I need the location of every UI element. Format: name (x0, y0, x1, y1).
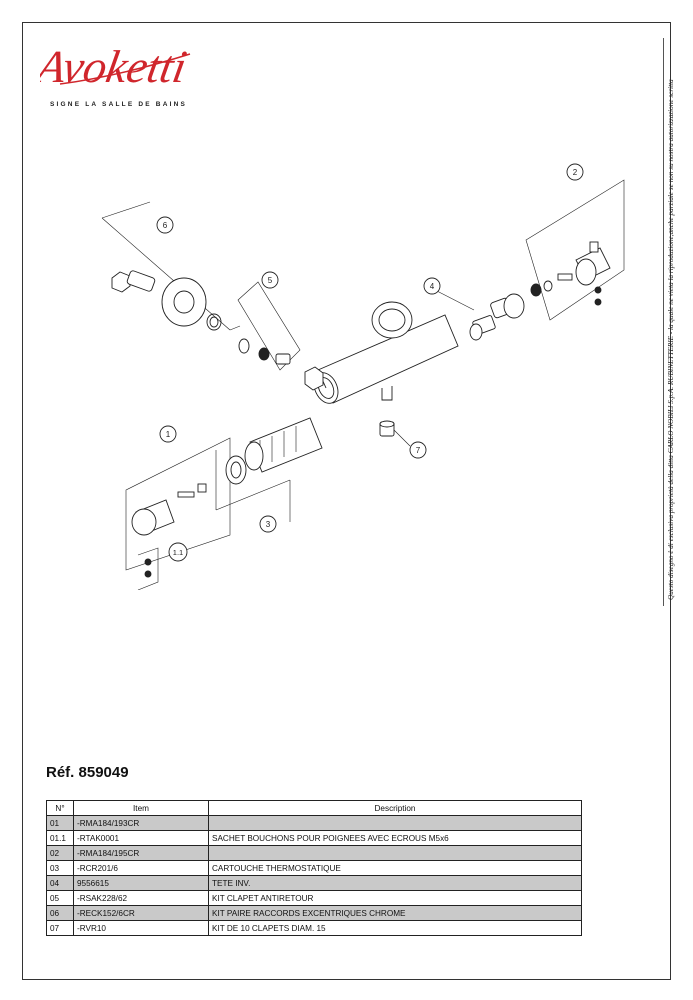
row-item: -RTAK0001 (73, 830, 209, 846)
header-description: Description (208, 800, 582, 816)
table-row: 03 -RCR201/6 CARTOUCHE THERMOSTATIQUE (46, 860, 582, 876)
row-number: 01.1 (46, 830, 74, 846)
callout-6: 6 (163, 221, 168, 230)
row-description: KIT PAIRE RACCORDS EXCENTRIQUES CHROME (208, 905, 582, 921)
callout-3: 3 (266, 520, 271, 529)
callout-7: 7 (416, 446, 421, 455)
callout-5: 5 (268, 276, 273, 285)
table-row: 01 -RMA184/193CR (46, 815, 582, 831)
logo-text: Avoketti (40, 42, 190, 93)
row-description: SACHET BOUCHONS POUR POIGNEES AVEC ECROU… (208, 830, 582, 846)
group-7: 7 (379, 420, 427, 459)
row-item: -RMA184/195CR (73, 845, 209, 861)
brand-logo: Avoketti (40, 42, 190, 93)
callout-2: 2 (573, 168, 578, 177)
row-item: -RSAK228/62 (73, 890, 209, 906)
row-number: 06 (46, 905, 74, 921)
reference-number: Réf. 859049 (46, 764, 129, 781)
group-1-1: 1.1 (137, 542, 188, 590)
group-1: 1 (125, 425, 231, 571)
brand-tagline: SIGNE LA SALLE DE BAINS (50, 101, 188, 108)
row-description: KIT CLAPET ANTIRETOUR (208, 890, 582, 906)
table-row: 04 9556615 TETE INV. (46, 875, 582, 891)
header-number: N° (46, 800, 74, 816)
table-row: 06 -RECK152/6CR KIT PAIRE RACCORDS EXCEN… (46, 905, 582, 921)
row-item: 9556615 (73, 875, 209, 891)
group-4: 4 (423, 277, 525, 341)
mixer-body (304, 301, 459, 404)
row-description (208, 845, 582, 861)
exploded-view-drawing: 6 5 4 2 1 (101, 163, 625, 590)
row-description: TETE INV. (208, 875, 582, 891)
group-6: 6 (101, 201, 241, 331)
table-row: 05 -RSAK228/62 KIT CLAPET ANTIRETOUR (46, 890, 582, 906)
row-item: -RVR10 (73, 920, 209, 936)
group-5: 5 (237, 271, 301, 371)
row-description (208, 815, 582, 831)
row-number: 01 (46, 815, 74, 831)
callout-1: 1 (166, 430, 171, 439)
row-number: 02 (46, 845, 74, 861)
row-number: 04 (46, 875, 74, 891)
group-3: 3 (215, 417, 323, 533)
callout-4: 4 (430, 282, 435, 291)
parts-table: N° Item Description 01 -RMA184/193CR 01.… (46, 800, 582, 936)
margin-line (663, 38, 664, 606)
table-row: 01.1 -RTAK0001 SACHET BOUCHONS POUR POIG… (46, 830, 582, 846)
callout-1-1: 1.1 (173, 548, 183, 557)
table-row: 07 -RVR10 KIT DE 10 CLAPETS DIAM. 15 (46, 920, 582, 936)
row-item: -RCR201/6 (73, 860, 209, 876)
table-header-row: N° Item Description (46, 800, 582, 816)
row-item: -RECK152/6CR (73, 905, 209, 921)
row-number: 07 (46, 920, 74, 936)
header-item: Item (73, 800, 209, 816)
row-number: 03 (46, 860, 74, 876)
row-number: 05 (46, 890, 74, 906)
row-description: CARTOUCHE THERMOSTATIQUE (208, 860, 582, 876)
page-frame (22, 22, 671, 980)
row-item: -RMA184/193CR (73, 815, 209, 831)
table-row: 02 -RMA184/195CR (46, 845, 582, 861)
copyright-note: Questo disegno è di esclusiva proprietà … (667, 79, 675, 600)
row-description: KIT DE 10 CLAPETS DIAM. 15 (208, 920, 582, 936)
group-2: 2 (525, 163, 625, 321)
